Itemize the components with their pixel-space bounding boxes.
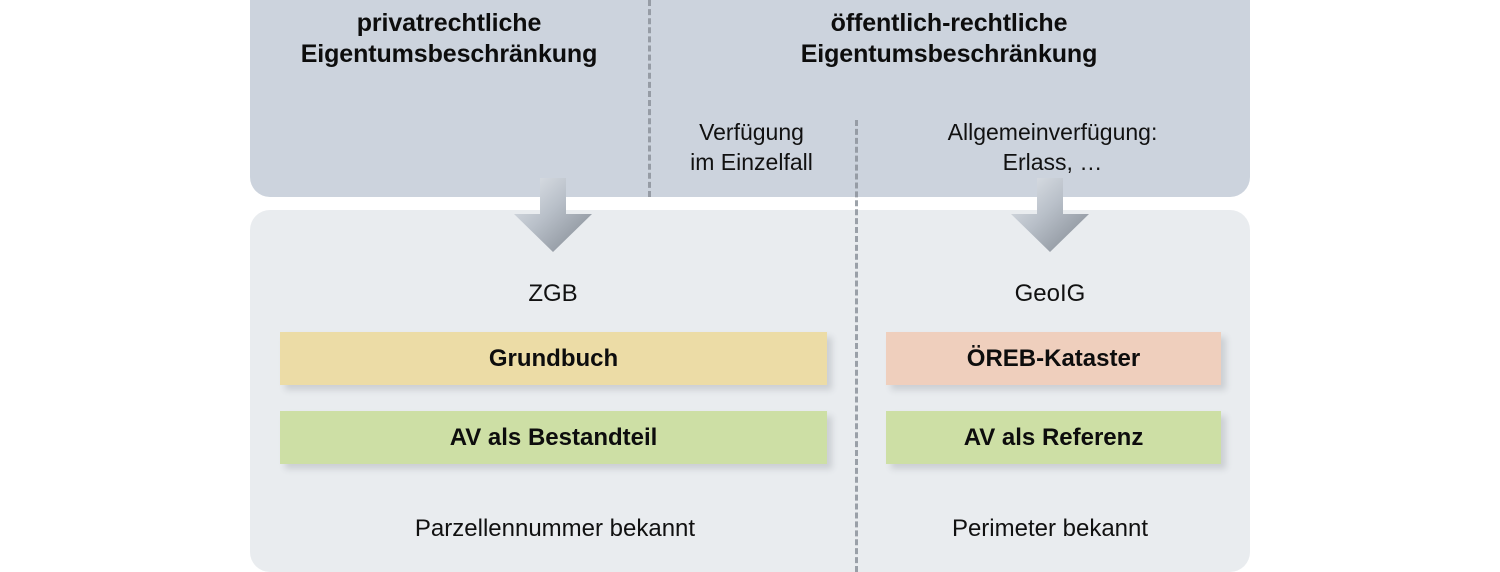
upper-panel — [250, 0, 1250, 197]
bar-oereb-kataster[interactable]: ÖREB-Kataster — [886, 332, 1221, 385]
lower-panel — [250, 210, 1250, 572]
law-label-geoig: GeoIG — [1014, 280, 1086, 307]
footer-perimeter: Perimeter bekannt — [951, 515, 1149, 542]
bar-av-als-bestandteil[interactable]: AV als Bestandteil — [280, 411, 827, 464]
column-title-public: öffentlich-rechtliche Eigentumsbeschränk… — [800, 9, 1098, 68]
down-arrow-icon-private — [507, 178, 599, 254]
divider-private-public — [648, 0, 651, 197]
bar-av-als-referenz[interactable]: AV als Referenz — [886, 411, 1221, 464]
law-label-zgb: ZGB — [528, 280, 578, 307]
down-arrow-icon-public — [1004, 178, 1096, 254]
sublabel-allgemeinverfuegung: Allgemeinverfügung: Erlass, … — [947, 119, 1158, 175]
footer-parzellennummer: Parzellennummer bekannt — [414, 515, 696, 542]
sublabel-verfuegung: Verfügung im Einzelfall — [690, 119, 813, 175]
divider-verfuegung-allgemeinverfuegung — [855, 120, 858, 572]
bar-grundbuch[interactable]: Grundbuch — [280, 332, 827, 385]
column-title-private: privatrechtliche Eigentumsbeschränkung — [300, 9, 598, 68]
